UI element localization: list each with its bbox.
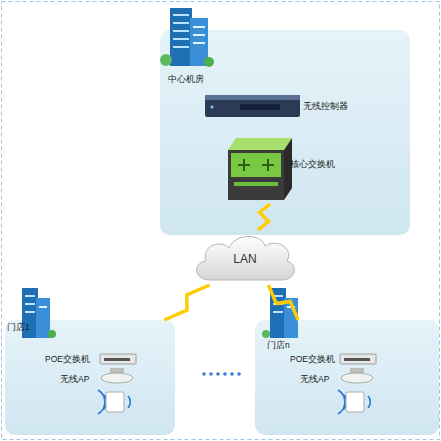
network-label: LAN <box>190 252 300 266</box>
dot <box>230 372 234 376</box>
device-label: 无线AP <box>60 374 105 385</box>
building-window <box>273 303 283 305</box>
dot <box>216 372 220 376</box>
device-label: 核心交换机 <box>290 159 352 170</box>
device-node: POE交换机 <box>45 352 140 368</box>
device-node: 核心交换机 <box>222 132 352 204</box>
device-label: 无线AP <box>300 374 345 385</box>
site-panel: POE交换机无线AP 门店1 <box>5 320 175 435</box>
building-window <box>273 295 283 297</box>
building-window <box>193 26 205 28</box>
site-panel: POE交换机无线AP 门店n <box>255 320 439 435</box>
device-node: 无线AP <box>297 368 382 413</box>
building-window <box>273 311 283 313</box>
building-window <box>173 14 189 16</box>
device-node: 无线控制器 <box>205 93 370 121</box>
ellipsis-dots <box>202 372 241 376</box>
building-window <box>25 311 35 313</box>
lightning-link <box>268 285 298 320</box>
device-label: POE交换机 <box>290 354 345 365</box>
network-cloud: LAN <box>190 230 300 285</box>
site-label: 门店n <box>267 340 307 351</box>
dot <box>223 372 227 376</box>
dot <box>202 372 206 376</box>
device-label: 无线控制器 <box>303 101 368 112</box>
lightning-link <box>164 285 209 320</box>
site-panel: 无线控制器核心交换机 中心机房 <box>160 30 410 235</box>
device-node: 无线AP <box>55 368 140 413</box>
dot <box>209 372 213 376</box>
device-node: POE交换机 <box>287 352 377 368</box>
device-label: POE交换机 <box>45 354 100 365</box>
dot <box>237 372 241 376</box>
building-window <box>173 22 189 24</box>
site-label: 门店1 <box>7 322 47 333</box>
site-label: 中心机房 <box>160 74 212 85</box>
building-window <box>25 303 35 305</box>
building-window <box>287 306 295 308</box>
building-window <box>39 306 47 308</box>
building-window <box>25 295 35 297</box>
